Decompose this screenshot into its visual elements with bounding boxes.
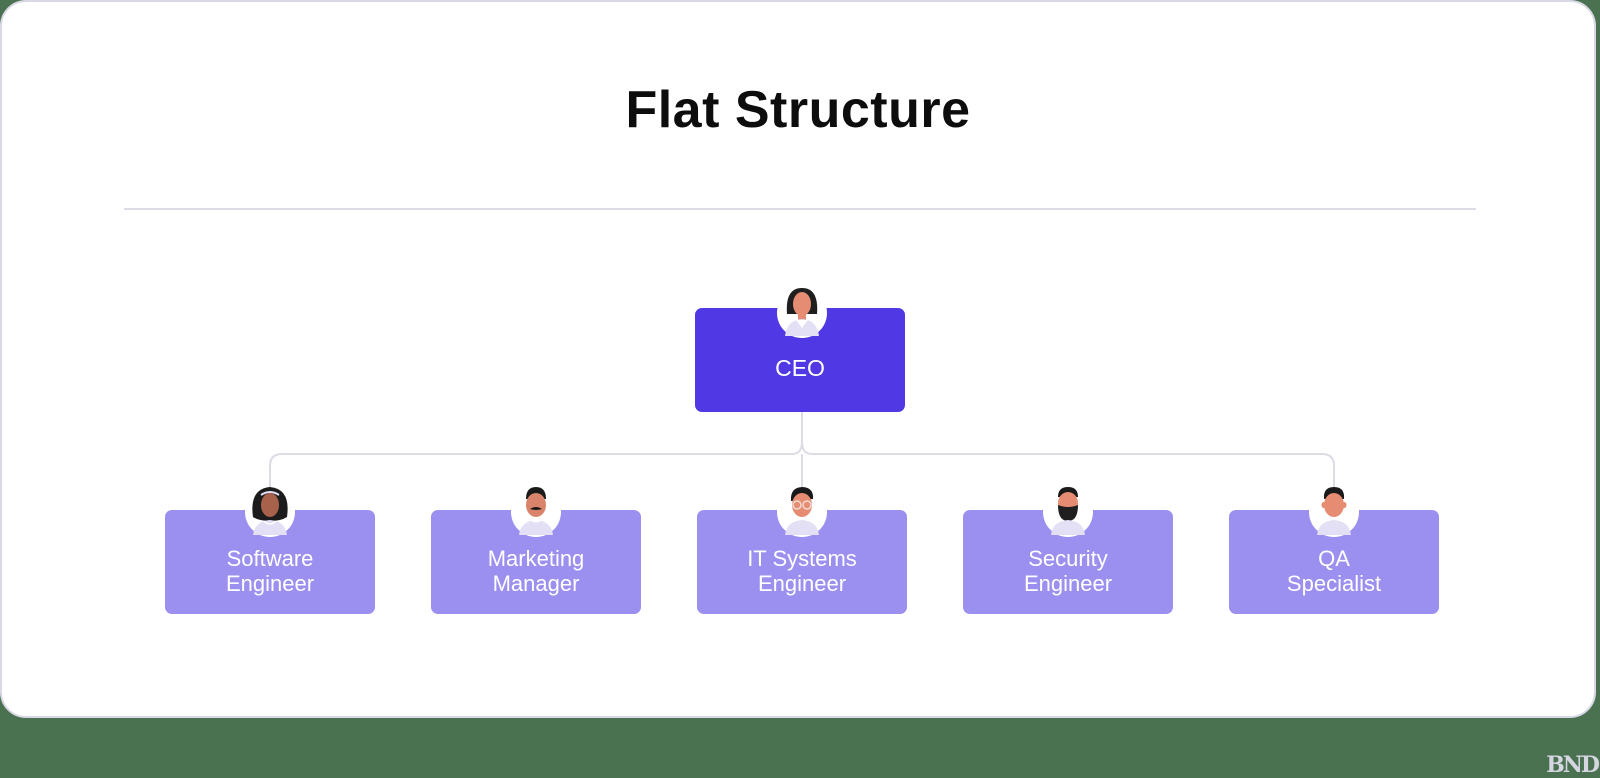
man-beard-avatar-icon [1043, 487, 1093, 537]
node-label: Security Engineer [1023, 546, 1113, 596]
man-glasses-avatar-icon [777, 487, 827, 537]
node-label: Software Engineer [225, 546, 315, 596]
org-node-software-engineer: Software Engineer [165, 510, 375, 614]
node-label: QA Specialist [1286, 546, 1382, 596]
node-label: CEO [775, 354, 825, 381]
woman-bob-hair-avatar-icon [777, 288, 827, 338]
diagram-card: Flat Structure CEO Software Engineer [0, 0, 1596, 718]
node-label: Marketing Manager [487, 546, 585, 596]
node-label: IT Systems Engineer [747, 546, 857, 596]
man-short-hair-avatar-icon [1309, 487, 1359, 537]
org-node-ceo: CEO [695, 308, 905, 412]
diagram-title: Flat Structure [625, 81, 971, 139]
brand-watermark: BND [1546, 752, 1600, 778]
woman-curly-hair-avatar-icon [245, 487, 295, 537]
title-divider [124, 208, 1476, 210]
man-mustache-avatar-icon [511, 487, 561, 537]
